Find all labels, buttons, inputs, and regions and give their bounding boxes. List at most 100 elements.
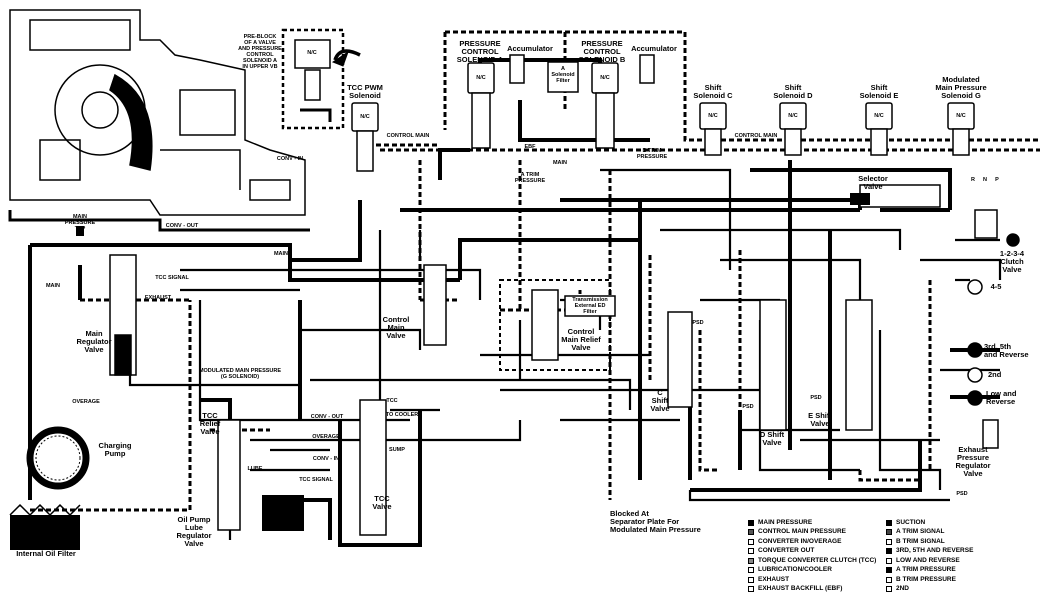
conv-in-top-label: CONV - IN (276, 156, 304, 162)
legend-item: B TRIM PRESSURE (886, 575, 973, 585)
legend-swatch (886, 519, 892, 526)
legend-swatch (748, 576, 754, 583)
nc-mod-main: N/C (956, 113, 966, 119)
legend-label: B TRIM PRESSURE (896, 575, 956, 583)
nc-pcs-b: N/C (600, 75, 610, 81)
secondary-lines (128, 168, 1002, 540)
legend-item: MAIN PRESSURE (748, 518, 876, 528)
nc-pre-block: N/C (307, 50, 317, 56)
conv-out-mid-label: CONV - OUT (310, 414, 344, 420)
pcs-a-label: PRESSURE CONTROL SOLENOID A (456, 39, 504, 64)
main-mid-label: MAIN (552, 160, 568, 166)
main-pressure-line-label: MAIN (273, 251, 289, 257)
mod-main-solenoid-label: Modulated Main Pressure Solenoid G (935, 75, 987, 100)
legend-item: EXHAUST (748, 575, 876, 585)
blocked-note-label: Blocked At Separator Plate For Modulated… (610, 509, 701, 534)
legend-swatch (748, 538, 754, 545)
legend-label: EXHAUST BACKFILL (EBF) (758, 585, 843, 593)
legend-swatch (886, 557, 892, 564)
nc-shift-d: N/C (788, 113, 798, 119)
psd-3-label: PSD (810, 395, 822, 401)
e-shift-valve-label: E Shift Valve (808, 411, 832, 428)
main-regulator-label: Main Regulator Valve (76, 329, 112, 354)
control-main-relief-label: Control Main Relief Valve (561, 327, 601, 352)
nc-pcs-a: N/C (476, 75, 486, 81)
legend-swatch (886, 576, 892, 583)
legend-swatch (886, 567, 892, 574)
low-and-reverse-label: Low and Reverse (986, 389, 1017, 406)
tcc-relief-label: TCC Relief Valve (199, 411, 221, 436)
exhaust-label: EXHAUST (144, 295, 172, 301)
legend-item: CONTROL MAIN PRESSURE (748, 528, 876, 538)
prnd-r-label: R (971, 177, 975, 183)
legend-label: MAIN PRESSURE (758, 518, 813, 526)
third-fifth-reverse-label: 3rd, 5th and Reverse (984, 342, 1029, 359)
legend-swatch (748, 519, 754, 526)
internal-oil-filter (9, 503, 81, 550)
legend-item: A TRIM PRESSURE (886, 566, 973, 576)
shift-e-label: Shift Solenoid E (859, 83, 899, 100)
accumulator-b-label: Accumulator (631, 44, 677, 53)
legend-label: A TRIM SIGNAL (896, 528, 945, 536)
psd-4-label: PSD (956, 491, 968, 497)
modulated-main-pressure-label: MODULATED MAIN PRESSURE (G SOLENOID) (198, 368, 282, 380)
shift-c-label: Shift Solenoid C (693, 83, 733, 100)
sump-label: SUMP (389, 447, 405, 453)
legend-left: MAIN PRESSURE CONTROL MAIN PRESSURE CONV… (748, 518, 876, 594)
solenoid-filter-label: A Solenoid Filter (551, 66, 575, 84)
legend-label: 3RD, 5TH AND REVERSE (896, 547, 974, 555)
c-shift-valve-label: C Shift Valve (650, 388, 670, 413)
solid-blocks (262, 193, 870, 531)
prnd-n-label: N (983, 177, 987, 183)
legend-item: TORQUE CONVERTER CLUTCH (TCC) (748, 556, 876, 566)
main-pressure-tap-label: MAIN PRESSURE TAP (64, 214, 96, 232)
legend-swatch (886, 586, 892, 593)
legend-item: B TRIM SIGNAL (886, 537, 973, 547)
legend-item: 2ND (886, 585, 973, 595)
legend-swatch (748, 529, 754, 536)
pressure-tap (76, 226, 84, 236)
legend-item: LUBRICATION/COOLER (748, 566, 876, 576)
d-shift-valve-label: D Shift Valve (759, 430, 785, 447)
pcs-b-label: PRESSURE CONTROL SOLENOID B (578, 39, 626, 64)
legend-swatch (748, 586, 754, 593)
legend-label: 2ND (896, 585, 910, 593)
lube-label: LUBE (247, 466, 263, 472)
overage-left-label: OVERAGE (72, 399, 100, 405)
nc-tcc-pwm: N/C (360, 114, 370, 120)
ebf-label: EBF (524, 144, 536, 150)
control-main-top-label: CONTROL MAIN (386, 133, 430, 139)
shift-d-label: Shift Solenoid D (773, 83, 813, 100)
psd-2-label: PSD (742, 404, 754, 410)
selector-valve-label: Selector Valve (858, 174, 888, 191)
legend-label: LOW AND REVERSE (896, 556, 960, 564)
conv-out-top-label: CONV - OUT (165, 223, 199, 229)
legend-item: CONVERTER OUT (748, 547, 876, 557)
legend-swatch (748, 548, 754, 555)
overage-mid-label: OVERAGE (312, 434, 340, 440)
conv-in-mid-label: CONV - IN (312, 456, 340, 462)
accumulator-a-label: Accumulator (507, 44, 553, 53)
solenoid-bodies (351, 54, 975, 172)
legend-swatch (748, 557, 754, 564)
legend-label: TORQUE CONVERTER CLUTCH (TCC) (758, 556, 877, 564)
legend-label: SUCTION (896, 518, 926, 526)
legend-swatch (886, 538, 892, 545)
legend-swatch (748, 567, 754, 574)
a-trim-pressure-label: A TRIM PRESSURE (514, 172, 546, 184)
legend-swatch (886, 529, 892, 536)
nc-shift-e: N/C (874, 113, 884, 119)
legend-label: CONVERTER OUT (758, 547, 815, 555)
main-left-label: MAIN (45, 283, 61, 289)
tcc-pwm-label: TCC PWM Solenoid (347, 83, 383, 100)
legend-label: CONTROL MAIN PRESSURE (758, 528, 846, 536)
legend-swatch (886, 548, 892, 555)
pre-block-label: PRE-BLOCK OF A VALVE AND PRESSURE CONTRO… (238, 34, 282, 70)
to-cooler-label: TO COOLER (385, 412, 419, 418)
tcc-signal-bottom-label: TCC SIGNAL (299, 477, 333, 483)
legend-item: EXHAUST BACKFILL (EBF) (748, 585, 876, 595)
psd-1-label: PSD (692, 320, 704, 326)
control-main-right-label: CONTROL MAIN (734, 133, 778, 139)
valve-bodies (109, 184, 999, 536)
